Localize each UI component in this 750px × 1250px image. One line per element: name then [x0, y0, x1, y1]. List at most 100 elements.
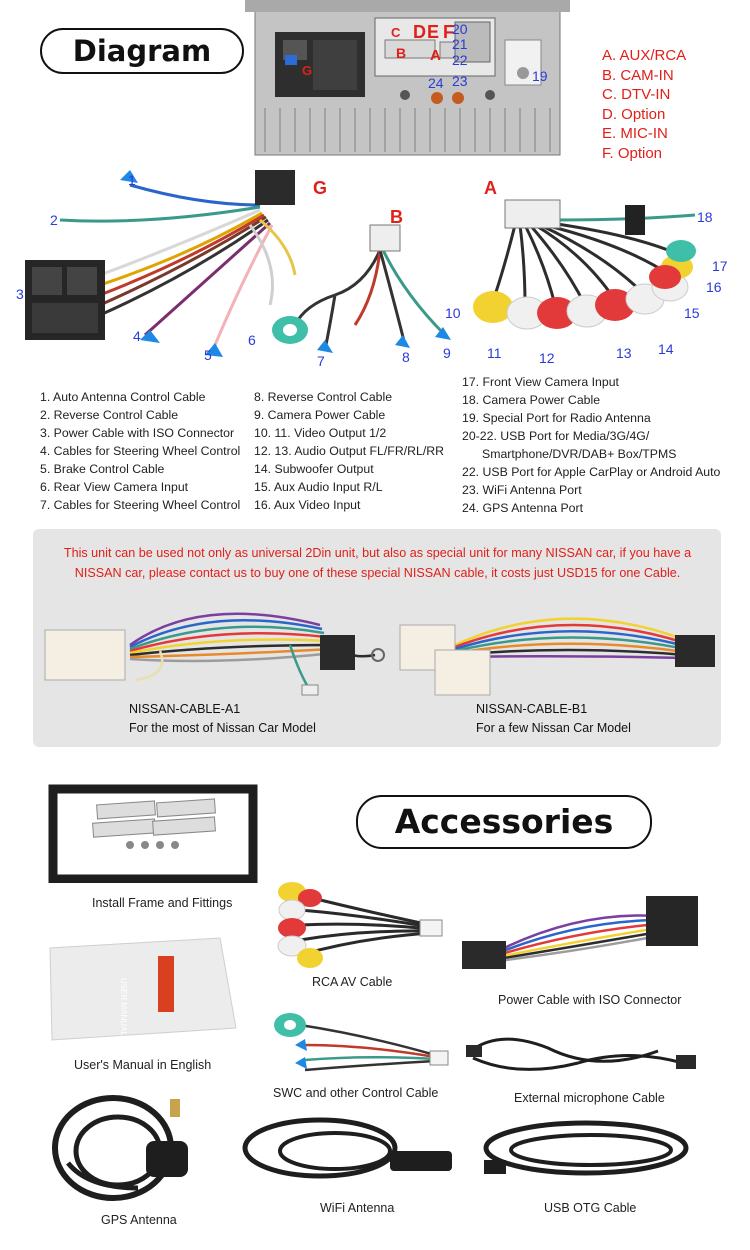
list-item: 9. Camera Power Cable [254, 408, 386, 422]
power-cable-image [462, 896, 698, 969]
unit-label-21: 21 [452, 36, 468, 52]
cable-number-12: 12 [539, 350, 555, 366]
b1-black-plug [675, 635, 715, 667]
cable-number-9: 9 [443, 345, 451, 361]
list-item: 3. Power Cable with ISO Connector [40, 426, 235, 440]
unit-label-22: 22 [452, 52, 468, 68]
port-legend-item: E. MIC-IN [602, 125, 668, 143]
list-item: 1. Auto Antenna Control Cable [40, 390, 206, 404]
caption-swc-cable: SWC and other Control Cable [273, 1086, 439, 1100]
caption-user-manual: User's Manual in English [74, 1058, 212, 1072]
nissan-cable-b1-name: NISSAN-CABLE-B1 [476, 702, 588, 716]
cable-number-4: 4 [133, 328, 141, 344]
list-item: Smartphone/DVR/DAB+ Box/TPMS [482, 447, 677, 461]
harness-label-b: B [390, 207, 403, 227]
list-item: 12. 13. Audio Output FL/FR/RL/RR [254, 444, 445, 458]
cable-number-11: 11 [487, 345, 502, 361]
list-item: 10. 11. Video Output 1/2 [254, 426, 387, 440]
list-item: 14. Subwoofer Output [254, 462, 374, 476]
usb-otg-cable-image [483, 1120, 689, 1176]
cable-number-18: 18 [697, 209, 713, 225]
cable-number-10: 10 [445, 305, 461, 321]
panel-top-strip [245, 0, 570, 12]
rca-av-cable-image [277, 882, 443, 968]
harness-g-illustration [25, 170, 297, 357]
unit-label-23: 23 [452, 73, 468, 89]
nissan-cable-a1-name: NISSAN-CABLE-A1 [129, 702, 241, 716]
list-item: 18. Camera Power Cable [462, 393, 601, 407]
nissan-notice-text: This unit can be used not only as univer… [63, 546, 692, 580]
list-item: 16. Aux Video Input [254, 498, 361, 512]
harness-b-illustration [272, 224, 451, 353]
list-item: 20-22. USB Port for Media/3G/4G/ [462, 429, 650, 443]
swc-cable-image [274, 1013, 449, 1072]
a1-white-plug [44, 629, 126, 681]
nissan-cable-b1-label: NISSAN-CABLE-B1 For a few Nissan Car Mod… [476, 700, 631, 738]
user-manual-image [49, 937, 237, 1041]
caption-wifi-antenna: WiFi Antenna [320, 1201, 395, 1215]
cable-number-16: 16 [706, 279, 722, 295]
a1-black-plug [320, 635, 355, 670]
list-item: 19. Special Port for Radio Antenna [462, 411, 651, 425]
list-item: 4. Cables for Steering Wheel Control [40, 444, 241, 458]
b-connector [369, 224, 401, 252]
unit-label-20: 20 [452, 21, 468, 37]
user-manual-spine-text: USER MANUAL [119, 978, 128, 1036]
cable-number-17: 17 [712, 258, 728, 274]
cable-list-col3: 17. Front View Camera Input 18. Camera P… [462, 373, 747, 517]
list-item: 5. Brake Control Cable [40, 462, 165, 476]
unit-label-d: D [413, 22, 426, 42]
cable-number-1: 1 [128, 172, 136, 188]
cable-number-6: 6 [248, 332, 256, 348]
list-item: 6. Rear View Camera Input [40, 480, 189, 494]
caption-install-frame: Install Frame and Fittings [92, 896, 233, 910]
list-item: 2. Reverse Control Cable [40, 408, 179, 422]
cable-number-15: 15 [684, 305, 700, 321]
usb-ports [454, 21, 491, 63]
nissan-cable-b1-illustration [399, 617, 715, 696]
list-item: 17. Front View Camera Input [462, 375, 619, 389]
panel-fins [264, 108, 551, 152]
b1-white-plug-2 [434, 649, 491, 696]
unit-label-e: E [427, 22, 440, 42]
cable-number-3: 3 [16, 286, 24, 302]
cable-number-5: 5 [204, 347, 212, 363]
unit-label-f: F [443, 22, 454, 42]
port-legend: A. AUX/RCA B. CAM-IN C. DTV-IN D. Option… [602, 46, 686, 164]
caption-rca-av-cable: RCA AV Cable [312, 975, 393, 989]
caption-gps-antenna: GPS Antenna [101, 1213, 177, 1227]
unit-label-a: A [430, 47, 441, 64]
cable-number-2: 2 [50, 212, 58, 228]
unit-label-c: C [391, 25, 401, 40]
port-legend-item: B. CAM-IN [602, 66, 674, 84]
unit-label-g: G [302, 63, 313, 78]
cable-list-col1: 1. Auto Antenna Control Cable 2. Reverse… [40, 388, 250, 514]
harness-label-g: G [313, 178, 328, 198]
a-connector [504, 199, 561, 229]
harness-a-illustration [473, 199, 696, 330]
install-frame-image [48, 784, 258, 883]
nissan-cable-a1-label: NISSAN-CABLE-A1 For the most of Nissan C… [129, 700, 316, 738]
microphone-cable-image [466, 1037, 696, 1071]
caption-power-cable: Power Cable with ISO Connector [498, 993, 682, 1007]
harness-label-a: A [484, 178, 497, 198]
caption-microphone-cable: External microphone Cable [514, 1091, 665, 1105]
list-item: 23. WiFi Antenna Port [462, 483, 582, 497]
unit-label-24: 24 [428, 75, 444, 91]
nissan-cable-a1-desc: For the most of Nissan Car Model [129, 721, 316, 735]
g-connector [255, 170, 295, 205]
list-item: 7. Cables for Steering Wheel Control [40, 498, 241, 512]
caption-usb-otg-cable: USB OTG Cable [544, 1201, 637, 1215]
list-item: 24. GPS Antenna Port [462, 501, 583, 515]
accessories-heading: Accessories [356, 795, 652, 849]
cable-number-13: 13 [616, 345, 632, 361]
cable-number-7: 7 [317, 353, 325, 369]
list-item: 15. Aux Audio Input R/L [254, 480, 383, 494]
port-legend-item: C. DTV-IN [602, 86, 671, 104]
gps-antenna-image [52, 1095, 188, 1201]
port-legend-item: D. Option [602, 105, 666, 123]
head-unit-rear-panel [245, 0, 570, 156]
nissan-cable-b1-desc: For a few Nissan Car Model [476, 721, 631, 735]
unit-label-19: 19 [532, 68, 548, 84]
diagram-heading: Diagram [40, 28, 244, 74]
